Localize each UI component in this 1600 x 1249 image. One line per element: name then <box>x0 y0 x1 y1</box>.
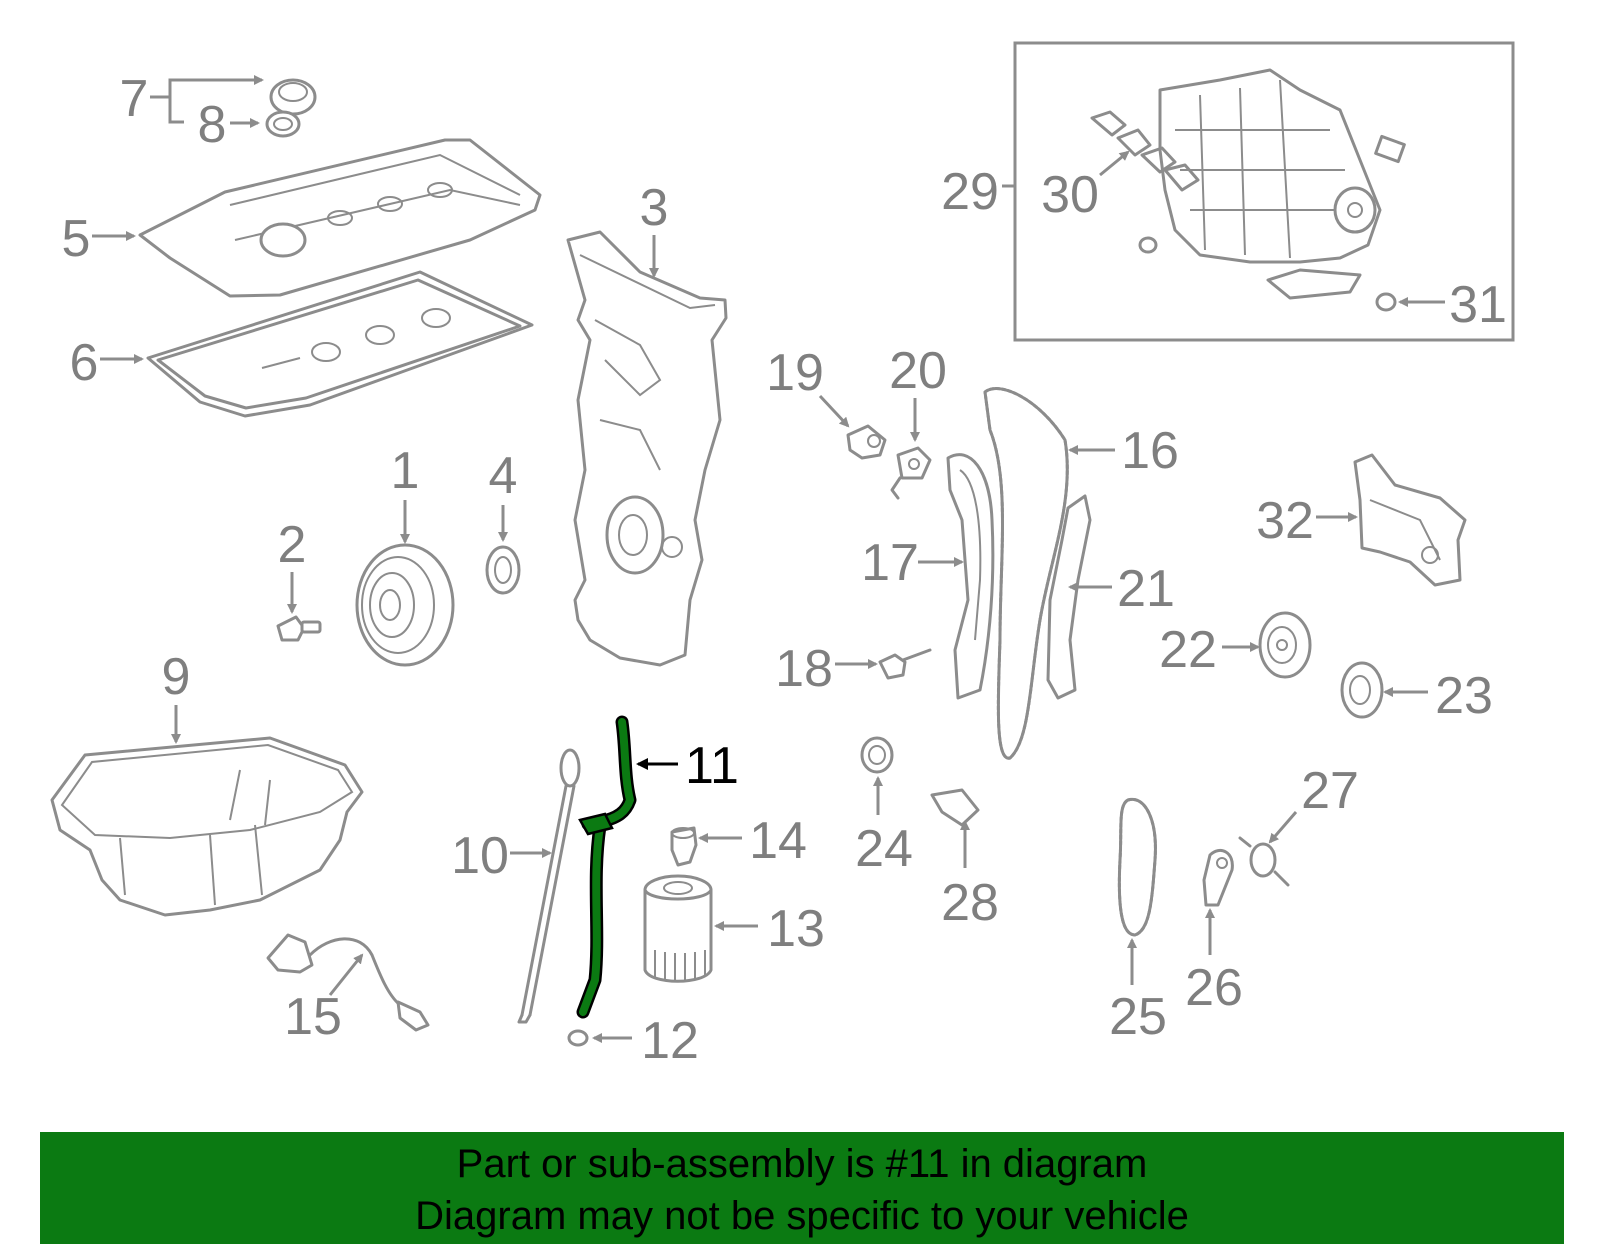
callout-15: 15 <box>284 988 342 1046</box>
callout-18: 18 <box>775 640 833 698</box>
callout-14: 14 <box>749 812 807 870</box>
part-9-oil-pan <box>50 736 364 917</box>
part-18-bolt <box>878 648 932 680</box>
callout-8: 8 <box>198 96 227 154</box>
part-25-chain <box>1117 797 1157 937</box>
callout-29: 29 <box>941 163 999 221</box>
part-2-bolt <box>276 615 322 642</box>
part-19-valve <box>846 424 887 460</box>
callout-32: 32 <box>1256 492 1314 550</box>
callout-12: 12 <box>641 1012 699 1070</box>
callout-7: 7 <box>120 70 149 128</box>
part-8-gasket <box>265 110 301 138</box>
part-17-chain-slipper <box>946 453 995 700</box>
part-27-spring <box>1238 836 1290 887</box>
part-14-union <box>670 826 698 867</box>
callout-labels: 1 2 3 4 5 6 7 8 9 10 11 12 13 14 15 16 1… <box>62 70 1507 1070</box>
callout-6: 6 <box>70 334 99 392</box>
part-21-chain-damper <box>1046 494 1092 700</box>
callout-9: 9 <box>162 648 191 706</box>
part-16-timing-chain <box>983 387 1069 760</box>
part-12-o-ring <box>567 1029 589 1047</box>
part-26-tensioner-arm <box>1202 849 1234 907</box>
part-22-camshaft-timing-gear <box>1258 611 1312 679</box>
part-5-cylinder-head-cover <box>138 138 542 298</box>
part-3-timing-chain-cover <box>566 230 728 667</box>
part-20-gasket <box>890 446 932 500</box>
banner-line-disclaimer: Diagram may not be specific to your vehi… <box>415 1194 1189 1238</box>
callout-5: 5 <box>62 210 91 268</box>
callout-20: 20 <box>889 342 947 400</box>
part-1-crankshaft-pulley <box>355 543 455 667</box>
callout-23: 23 <box>1435 667 1493 725</box>
part-7-oil-filler-cap <box>269 78 317 116</box>
callout-24: 24 <box>855 820 913 878</box>
callout-22: 22 <box>1159 621 1217 679</box>
part-6-head-cover-gasket <box>146 270 534 418</box>
part-32-housing <box>1353 453 1467 587</box>
part-15-oil-level-sensor <box>266 933 430 1032</box>
callout-13: 13 <box>767 900 825 958</box>
callout-21: 21 <box>1117 560 1175 618</box>
callout-11: 11 <box>685 737 739 795</box>
info-banner: Part or sub-assembly is #11 in diagram D… <box>40 1132 1564 1244</box>
callout-17: 17 <box>861 534 919 592</box>
part-30-gasket <box>1090 110 1200 192</box>
part-24-plug <box>860 736 894 774</box>
part-10-oil-level-gauge <box>517 748 581 1024</box>
leader-lines <box>92 75 1445 1043</box>
callout-28: 28 <box>941 874 999 932</box>
inset-engine-assembly <box>1013 41 1515 342</box>
callout-16: 16 <box>1121 422 1179 480</box>
callout-4: 4 <box>489 447 518 505</box>
part-29-intake-manifold <box>1138 68 1406 300</box>
callout-30: 30 <box>1041 166 1099 224</box>
part-23-sprocket <box>1340 661 1384 719</box>
parts-diagram: 1 2 3 4 5 6 7 8 9 10 11 12 13 14 15 16 1… <box>50 41 1515 1070</box>
callout-26: 26 <box>1185 959 1243 1017</box>
banner-line-part-number: Part or sub-assembly is #11 in diagram <box>456 1142 1148 1186</box>
callout-19: 19 <box>766 344 824 402</box>
callout-10: 10 <box>451 827 509 885</box>
callout-3: 3 <box>640 179 669 237</box>
callout-31: 31 <box>1449 276 1507 334</box>
part-31-plug <box>1375 292 1397 312</box>
callout-2: 2 <box>278 516 307 574</box>
callout-1: 1 <box>391 442 420 500</box>
part-28-chain-tensioner <box>930 788 980 827</box>
callout-25: 25 <box>1109 988 1167 1046</box>
callout-27: 27 <box>1301 762 1359 820</box>
part-13-oil-filter <box>643 874 713 983</box>
part-4-oil-seal <box>485 545 521 595</box>
part-11-oil-level-gauge-guide <box>576 715 637 1019</box>
